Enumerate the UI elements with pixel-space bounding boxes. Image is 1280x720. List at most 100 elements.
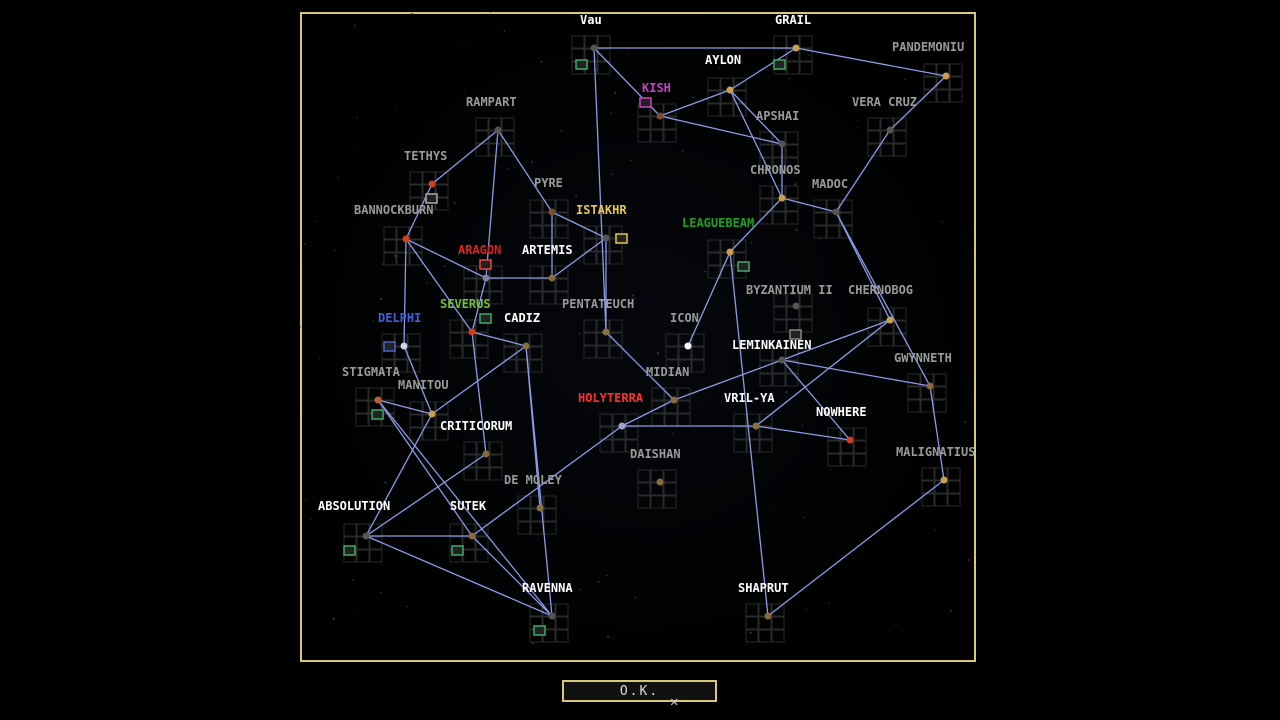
star-name-vau[interactable]: Vau	[580, 13, 602, 27]
star-name-daishan[interactable]: DAISHAN	[630, 447, 681, 461]
star-name-pyre[interactable]: PYRE	[534, 176, 563, 190]
planet-daishan[interactable]	[656, 478, 664, 486]
planet-apshai[interactable]	[778, 140, 786, 148]
star-name-midian[interactable]: MIDIAN	[646, 365, 689, 379]
planet-midian[interactable]	[670, 396, 678, 404]
jump-lane-grail-aylon	[729, 47, 797, 91]
star-name-pentateuch[interactable]: PENTATEUCH	[562, 297, 634, 311]
background-star	[941, 221, 943, 223]
planet-nowhere[interactable]	[846, 436, 854, 444]
planet-bannockburn[interactable]	[402, 235, 410, 243]
planet-gwynneth[interactable]	[926, 382, 934, 390]
planet-chernobog[interactable]	[886, 316, 894, 324]
star-name-vril-ya[interactable]: VRIL-YA	[724, 391, 775, 405]
star-name-bannockburn[interactable]: BANNOCKBURN	[354, 203, 433, 217]
background-star	[631, 45, 633, 47]
star-name-chronos[interactable]: CHRONOS	[750, 163, 801, 177]
background-star	[629, 373, 630, 375]
planet-istakhr[interactable]	[602, 234, 610, 242]
star-name-byzantium-ii[interactable]: BYZANTIUM II	[746, 283, 833, 297]
background-star	[480, 506, 483, 509]
star-name-aragon[interactable]: ARAGON	[458, 243, 501, 257]
star-name-artemis[interactable]: ARTEMIS	[522, 243, 573, 257]
planet-icon[interactable]	[684, 342, 692, 350]
background-star	[391, 118, 393, 119]
star-name-icon[interactable]: ICON	[670, 311, 699, 325]
background-star	[757, 468, 759, 470]
planet-artemis[interactable]	[548, 274, 556, 282]
jump-map[interactable]: Vau GRAIL PANDEMONIU AYLON KISH RAMPART APSHAI…	[300, 12, 976, 662]
system-status-icon	[737, 261, 750, 272]
background-star	[457, 445, 459, 447]
system-grid	[583, 319, 623, 359]
planet-leaguebeam[interactable]	[726, 248, 734, 256]
planet-pyre[interactable]	[548, 208, 556, 216]
planet-rampart[interactable]	[494, 126, 502, 134]
planet-byzantium-ii[interactable]	[792, 302, 800, 310]
planet-manitou[interactable]	[428, 410, 436, 418]
planet-leminkainen[interactable]	[778, 356, 786, 364]
star-name-grail[interactable]: GRAIL	[775, 13, 811, 27]
planet-holyterra[interactable]	[618, 422, 626, 430]
system-status-icon	[773, 59, 786, 70]
ok-button[interactable]: O.K.	[562, 680, 717, 702]
star-name-malignatius[interactable]: MALIGNATIUS	[896, 445, 975, 459]
star-name-stigmata[interactable]: STIGMATA	[342, 365, 401, 379]
planet-delphi[interactable]	[400, 342, 408, 350]
planet-pentateuch[interactable]	[602, 328, 610, 336]
planet-vril-ya[interactable]	[752, 422, 760, 430]
background-star	[302, 411, 303, 413]
star-name-tethys[interactable]: TETHYS	[404, 149, 447, 163]
star-name-criticorum[interactable]: CRITICORUM	[440, 419, 512, 433]
planet-pandemonium[interactable]	[942, 72, 950, 80]
planet-vau[interactable]	[590, 44, 598, 52]
star-name-severus[interactable]: SEVERUS	[440, 297, 491, 311]
background-star	[503, 30, 506, 32]
planet-cadiz[interactable]	[522, 342, 530, 350]
background-star	[318, 358, 321, 360]
star-name-manitou[interactable]: MANITOU	[398, 378, 449, 392]
planet-sutek[interactable]	[468, 532, 476, 540]
star-name-sutek[interactable]: SUTEK	[450, 499, 487, 513]
star-name-apshai[interactable]: APSHAI	[756, 109, 799, 123]
star-name-aylon[interactable]: AYLON	[705, 53, 741, 67]
star-name-delphi[interactable]: DELPHI	[378, 311, 421, 325]
system-grid	[773, 293, 813, 333]
background-star	[310, 519, 312, 521]
planet-shaprut[interactable]	[764, 612, 772, 620]
planet-aragon[interactable]	[482, 274, 490, 282]
star-name-madoc[interactable]: MADOC	[812, 177, 848, 191]
star-name-vera-cruz[interactable]: VERA CRUZ	[852, 95, 917, 109]
star-name-cadiz[interactable]: CADIZ	[504, 311, 540, 325]
star-name-istakhr[interactable]: ISTAKHR	[576, 203, 627, 217]
planet-grail[interactable]	[792, 44, 800, 52]
star-name-kish[interactable]: KISH	[642, 81, 671, 95]
star-name-nowhere[interactable]: NOWHERE	[816, 405, 867, 419]
star-name-chernobog[interactable]: CHERNOBOG	[848, 283, 913, 297]
planet-stigmata[interactable]	[374, 396, 382, 404]
star-name-shaprut[interactable]: SHAPRUT	[738, 581, 789, 595]
star-name-holyterra[interactable]: HOLYTERRA	[578, 391, 644, 405]
planet-de-moley[interactable]	[536, 504, 544, 512]
star-name-rampart[interactable]: RAMPART	[466, 95, 517, 109]
star-name-absolution[interactable]: ABSOLUTION	[318, 499, 390, 513]
planet-severus[interactable]	[468, 328, 476, 336]
planet-vera-cruz[interactable]	[886, 126, 894, 134]
star-name-gwynneth[interactable]: GWYNNETH	[894, 351, 952, 365]
planet-absolution[interactable]	[362, 532, 370, 540]
star-name-ravenna[interactable]: RAVENNA	[522, 581, 573, 595]
planet-criticorum[interactable]	[482, 450, 490, 458]
star-name-de-moley[interactable]: DE MOLEY	[504, 473, 563, 487]
star-name-leaguebeam[interactable]: LEAGUEBEAM	[682, 216, 754, 230]
jump-lane-aylon-chronos	[729, 89, 783, 199]
planet-madoc[interactable]	[832, 208, 840, 216]
planet-chronos[interactable]	[778, 194, 786, 202]
star-name-leminkainen[interactable]: LEMINKAINEN	[732, 338, 811, 352]
star-name-pandemonium[interactable]: PANDEMONIU	[892, 40, 964, 54]
planet-kish[interactable]	[656, 112, 664, 120]
planet-ravenna[interactable]	[548, 612, 556, 620]
planet-malignatius[interactable]	[940, 476, 948, 484]
jump-lane-rampart-aragon	[485, 129, 499, 279]
planet-tethys[interactable]	[428, 180, 436, 188]
planet-aylon[interactable]	[726, 86, 734, 94]
